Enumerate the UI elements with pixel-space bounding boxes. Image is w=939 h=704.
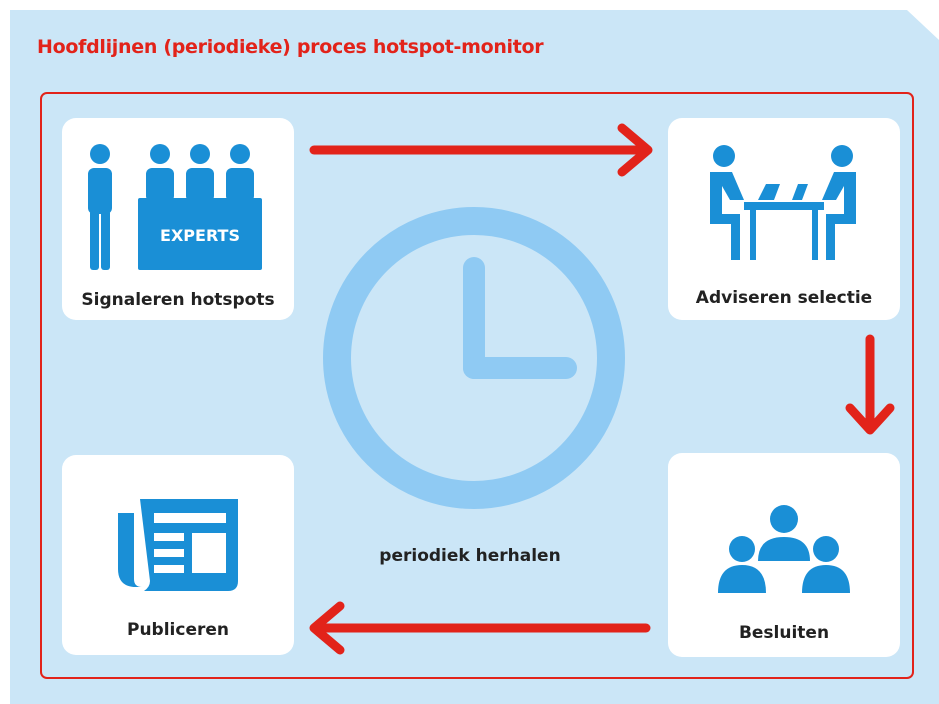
process-frame [40, 92, 914, 679]
meeting-table-icon [710, 145, 856, 260]
step-card-signaleren: EXPERTS Signaleren hotspots [62, 118, 294, 320]
arrow-left [309, 601, 651, 655]
newspaper-icon [118, 499, 238, 591]
arrow-down [845, 334, 895, 435]
group-icon [718, 505, 850, 593]
clock-icon [323, 207, 625, 509]
step-label: Besluiten [738, 623, 830, 643]
step-card-adviseren: Adviseren selectie [668, 118, 900, 320]
step-label: Signaleren hotspots [81, 290, 275, 310]
diagram-title: Hoofdlijnen (periodieke) proces hotspot-… [37, 36, 544, 58]
cycle-label: periodiek herhalen [379, 546, 561, 566]
experts-icon [88, 144, 262, 270]
experts-badge: EXPERTS [160, 226, 240, 245]
step-label: Adviseren selectie [695, 288, 873, 308]
step-label: Publiceren [126, 620, 229, 640]
step-card-besluiten: Besluiten [668, 453, 900, 657]
arrow-right [309, 123, 653, 177]
step-card-publiceren: Publiceren [62, 455, 294, 655]
